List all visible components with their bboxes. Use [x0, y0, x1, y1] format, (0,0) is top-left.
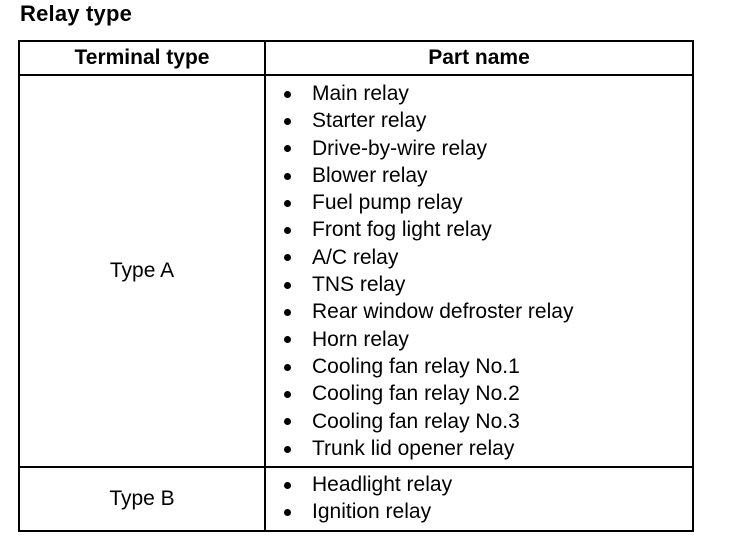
list-item: Ignition relay: [266, 498, 692, 525]
part-name: Drive-by-wire relay: [312, 136, 488, 160]
part-name: TNS relay: [312, 273, 406, 297]
bullet-icon: [284, 281, 291, 289]
bullet-icon: [284, 336, 291, 344]
part-name: Blower relay: [312, 163, 428, 187]
list-item: Horn relay: [266, 326, 692, 353]
bullet-icon: [284, 481, 291, 489]
bullet-icon: [284, 254, 291, 262]
list-item: Rear window defroster relay: [266, 298, 692, 325]
list-item: Trunk lid opener relay: [266, 435, 692, 462]
table-row-type-a: Type A Main relay Starter relay Drive-by…: [18, 73, 694, 469]
part-name: Cooling fan relay No.1: [312, 354, 520, 378]
part-name: Fuel pump relay: [312, 191, 463, 215]
bullet-icon: [284, 445, 291, 453]
part-name: Starter relay: [312, 109, 427, 133]
part-name: Main relay: [312, 82, 409, 105]
part-name: Trunk lid opener relay: [312, 436, 515, 460]
list-item: Fuel pump relay: [266, 189, 692, 216]
bullet-icon: [284, 199, 291, 207]
bullet-icon: [284, 145, 291, 153]
list-item: TNS relay: [266, 271, 692, 298]
page-title: Relay type: [20, 1, 133, 26]
part-list: Main relay Starter relay Drive-by-wire r…: [266, 76, 692, 466]
part-name: A/C relay: [312, 245, 399, 269]
part-name: Cooling fan relay No.2: [312, 382, 520, 406]
list-item: Front fog light relay: [266, 216, 692, 243]
bullet-icon: [284, 117, 291, 125]
part-name-cell: Headlight relay Ignition relay: [264, 466, 694, 532]
part-list: Headlight relay Ignition relay: [266, 468, 692, 530]
part-name: Headlight relay: [312, 473, 453, 497]
bullet-icon: [284, 227, 291, 235]
bullet-icon: [284, 509, 291, 517]
part-name: Front fog light relay: [312, 218, 492, 242]
column-header-part-name: Part name: [264, 40, 694, 76]
list-item: Cooling fan relay No.2: [266, 380, 692, 407]
list-item: Cooling fan relay No.3: [266, 408, 692, 435]
bullet-icon: [284, 363, 291, 371]
list-item: Main relay: [266, 80, 692, 107]
bullet-icon: [284, 309, 291, 317]
part-name-cell: Main relay Starter relay Drive-by-wire r…: [264, 73, 694, 469]
part-name: Rear window defroster relay: [312, 300, 574, 324]
bullet-icon: [284, 418, 291, 426]
terminal-type-cell: Type A: [18, 73, 266, 469]
list-item: Blower relay: [266, 162, 692, 189]
list-item: A/C relay: [266, 244, 692, 271]
table-header-row: Terminal type Part name: [18, 40, 694, 76]
terminal-type-cell: Type B: [18, 466, 266, 532]
list-item: Cooling fan relay No.1: [266, 353, 692, 380]
column-header-terminal-type: Terminal type: [18, 40, 266, 76]
list-item: Starter relay: [266, 107, 692, 134]
list-item: Drive-by-wire relay: [266, 135, 692, 162]
part-name: Horn relay: [312, 327, 409, 351]
part-name: Cooling fan relay No.3: [312, 409, 520, 433]
bullet-icon: [284, 172, 291, 180]
relay-type-table: Terminal type Part name Type A Main rela…: [18, 40, 694, 532]
table-row-type-b: Type B Headlight relay Ignition relay: [18, 466, 694, 532]
list-item: Headlight relay: [266, 471, 692, 498]
bullet-icon: [284, 90, 291, 98]
part-name: Ignition relay: [312, 500, 432, 524]
bullet-icon: [284, 390, 291, 398]
